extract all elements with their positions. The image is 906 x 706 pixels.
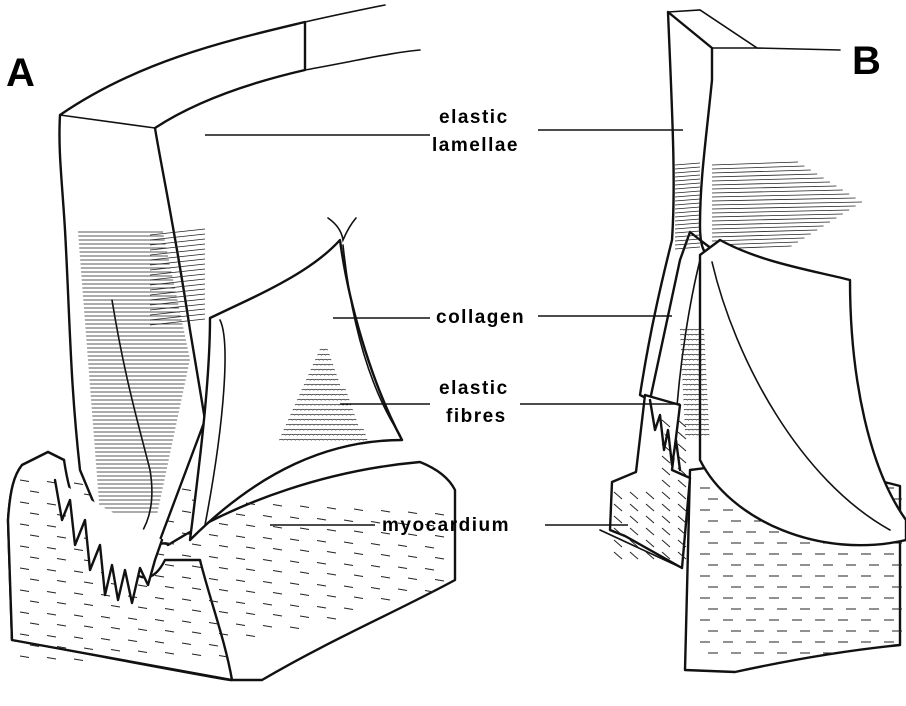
label-collagen: collagen [436,307,525,328]
label-elastic-lamellae-line1: elastic [439,107,509,128]
panel-b-drawing [600,10,906,672]
panel-a-commissure [328,218,356,240]
label-elastic-lamellae-line2: lamellae [432,135,519,156]
panel-label-b: B [852,39,881,83]
panel-b-cut-block [610,395,690,568]
panel-label-a: A [6,51,35,95]
panel-a-top-arc-outer [305,5,385,22]
panel-b-top-right-edge [757,48,840,50]
label-elastic-fibres-line2: fibres [446,406,507,427]
panel-b-collagen-leaflet [700,240,906,545]
label-myocardium: myocardium [382,515,510,536]
panel-a-top-arc-inner [305,50,420,70]
label-elastic-fibres-line1: elastic [439,378,509,399]
panel-a-drawing [8,5,455,680]
